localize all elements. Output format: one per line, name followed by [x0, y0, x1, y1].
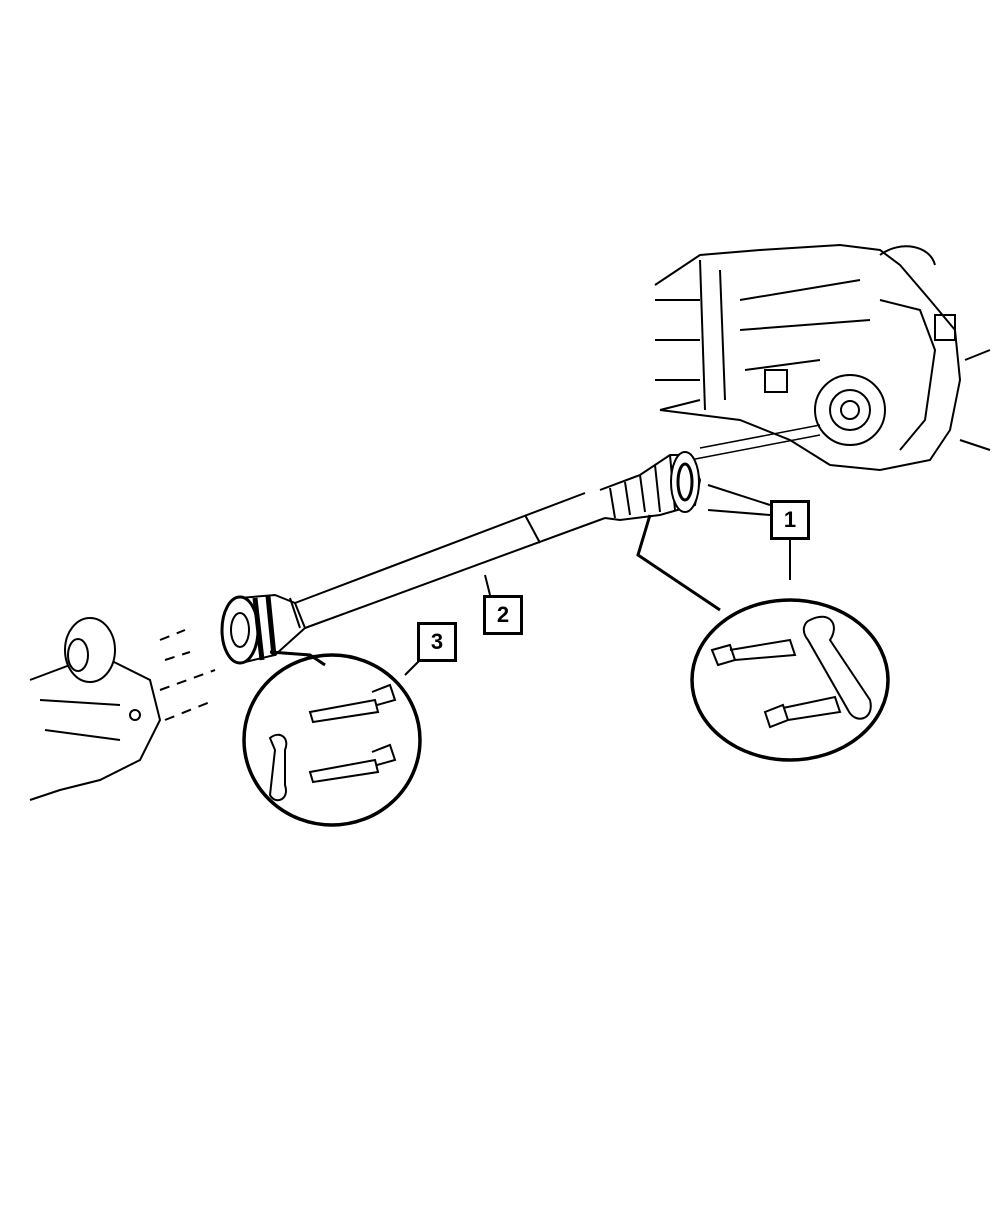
callout-1: 1	[770, 500, 810, 540]
leader-lines	[269, 484, 791, 676]
rear-axle	[29, 617, 216, 801]
transfer-case	[654, 243, 991, 472]
drive-shaft	[220, 451, 702, 665]
callout-3: 3	[417, 622, 457, 662]
detail-bubble-3	[242, 653, 422, 827]
callout-2: 2	[483, 595, 523, 635]
detail-bubble-1	[690, 598, 890, 762]
